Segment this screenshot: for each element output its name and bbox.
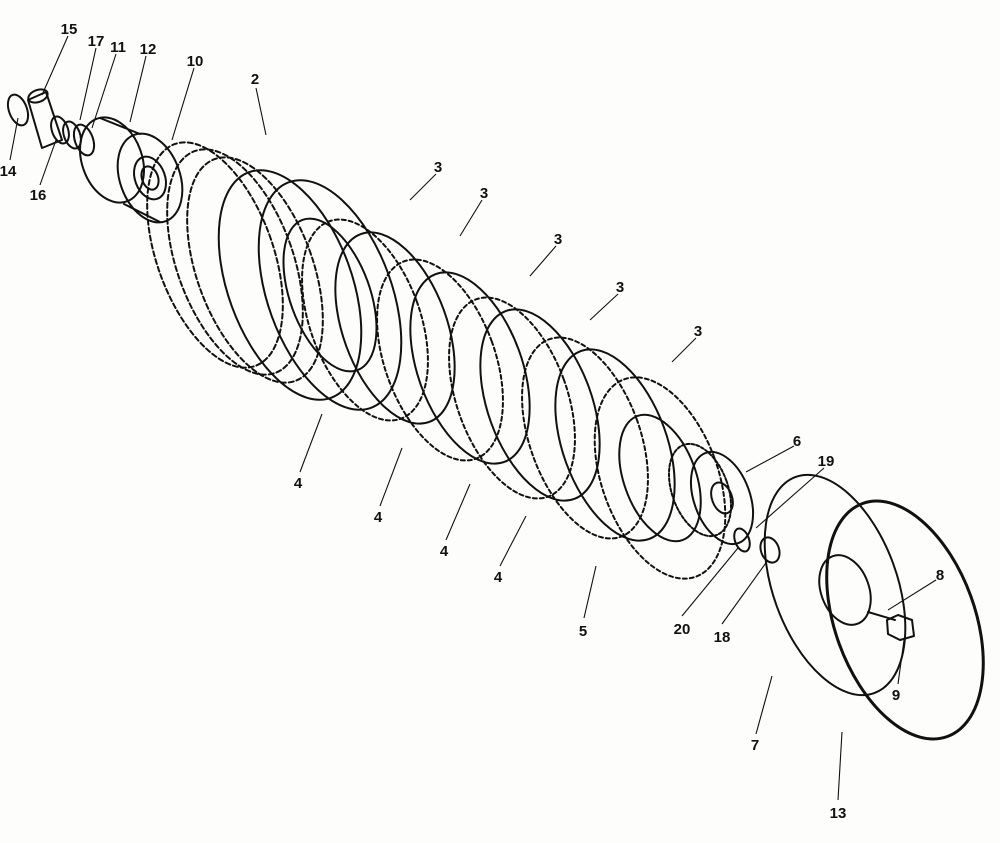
callout-4c: 4	[440, 543, 449, 560]
callout-12: 12	[140, 41, 157, 58]
callout-20: 20	[674, 621, 691, 638]
leader-lines	[9, 35, 937, 801]
callout-14: 14	[0, 163, 17, 180]
callout-17: 17	[88, 33, 105, 50]
cover-ring	[825, 499, 985, 741]
callout-3d: 3	[616, 279, 624, 296]
callout-3a: 3	[434, 159, 442, 176]
callout-7: 7	[751, 737, 759, 754]
callout-2: 2	[251, 71, 259, 88]
callout-3e: 3	[694, 323, 702, 340]
plate-stack	[301, 218, 727, 580]
callout-13: 13	[830, 805, 847, 822]
callout-16: 16	[30, 187, 47, 204]
callout-15: 15	[61, 21, 78, 38]
callout-9: 9	[892, 687, 900, 704]
callout-4a: 4	[294, 475, 303, 492]
callout-3b: 3	[480, 185, 488, 202]
clutch-hub	[667, 442, 781, 564]
sprocket-drum	[146, 141, 403, 411]
callout-4b: 4	[374, 509, 383, 526]
callout-11: 11	[110, 39, 126, 56]
callout-5: 5	[579, 623, 587, 640]
bearing-assembly	[6, 88, 184, 224]
callout-18: 18	[714, 629, 731, 646]
spring-plate	[763, 473, 915, 697]
callout-19: 19	[818, 453, 835, 470]
callout-4d: 4	[494, 569, 503, 586]
callout-6: 6	[793, 433, 801, 450]
callout-8: 8	[936, 567, 944, 584]
callout-labels: 15 17 11 12 10 14 16 2 3 3 3 3 3 4 4 4 4…	[0, 21, 944, 822]
callout-3c: 3	[554, 231, 562, 248]
callout-10: 10	[187, 53, 204, 70]
